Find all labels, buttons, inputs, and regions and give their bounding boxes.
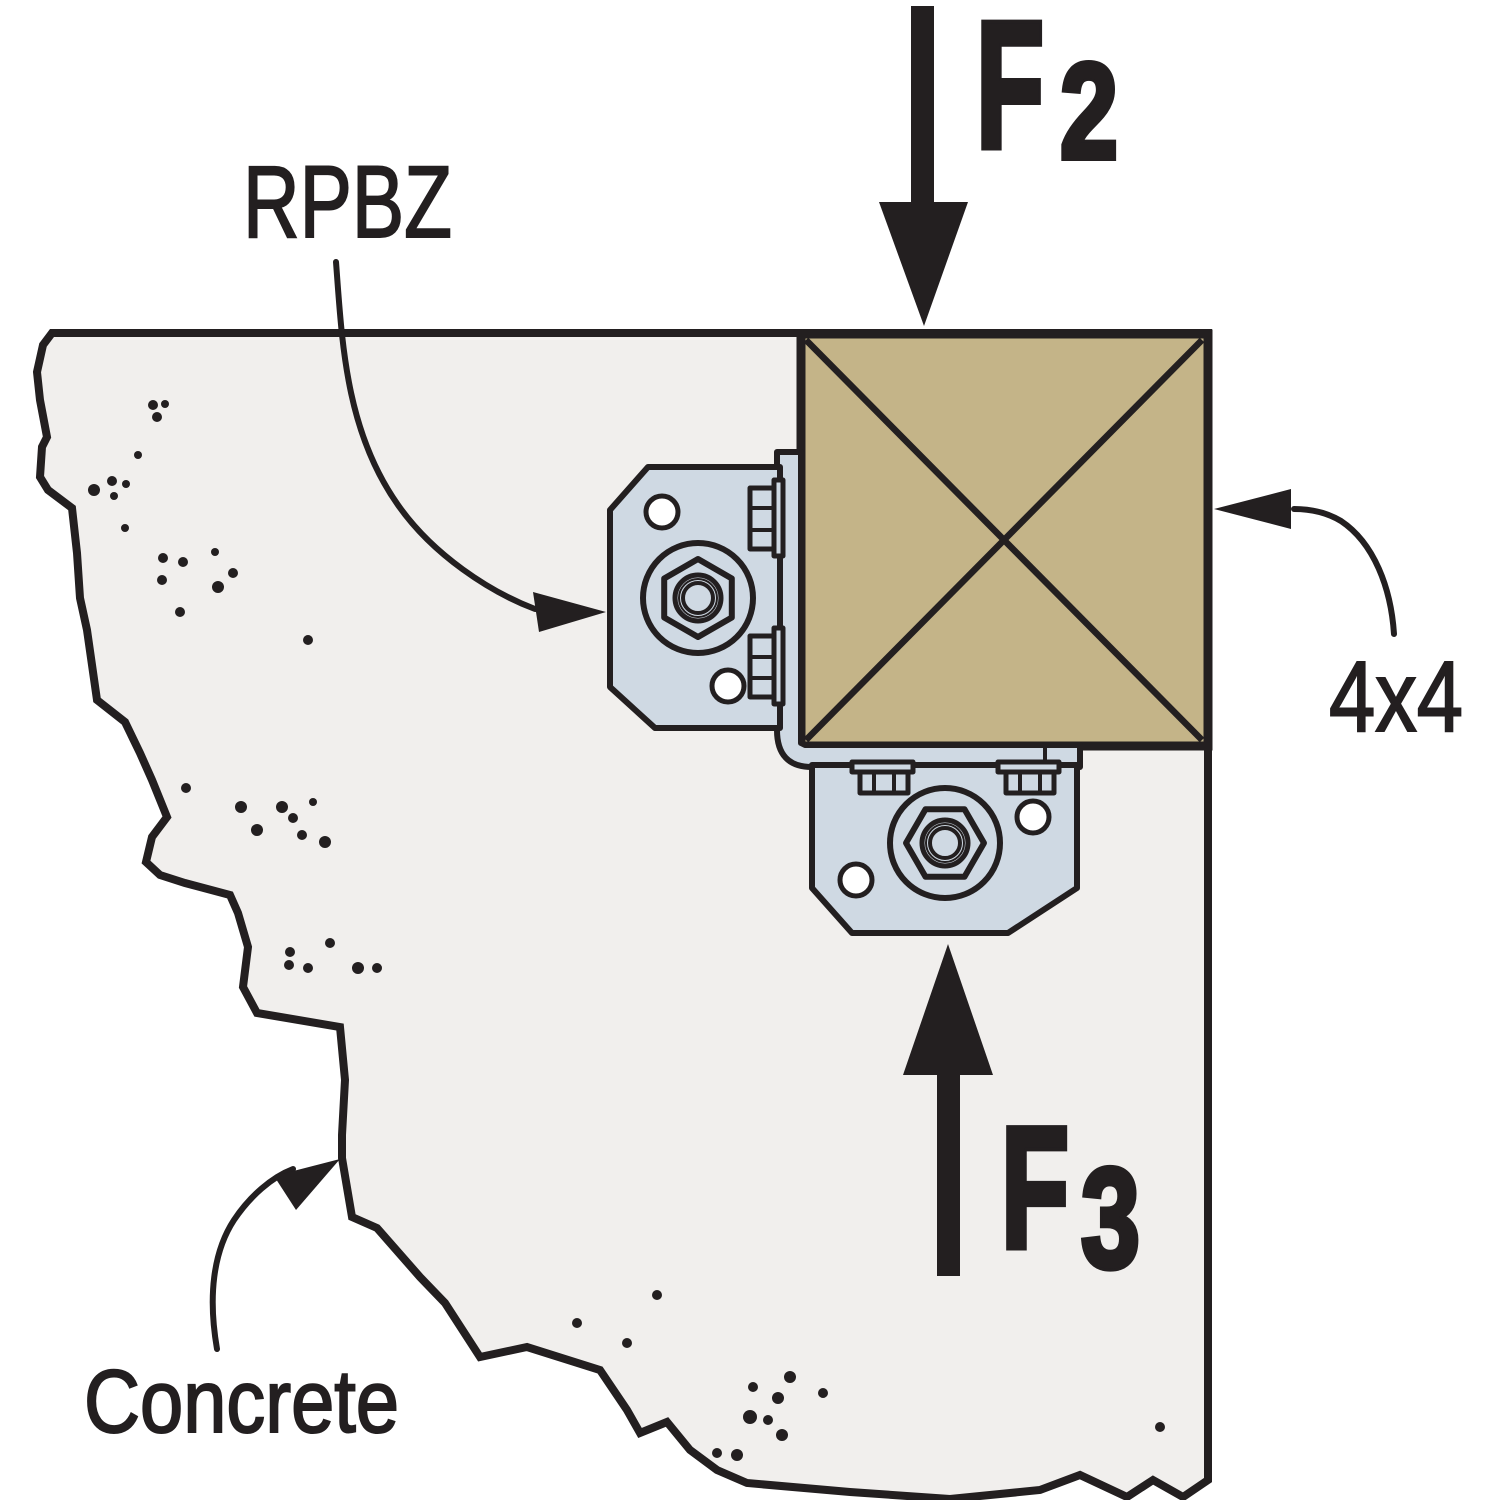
rpbz-label: RPBZ [243,145,452,259]
side-bolt-bottom [747,625,786,707]
side-anchor-nut [661,556,735,640]
bottom-anchor-nut [903,806,987,880]
force-f3-arrow [903,944,993,1276]
force-f3-letter: F [1001,1092,1069,1284]
post-size-label: 4x4 [1329,641,1463,753]
concrete-leader-arrow [209,1159,340,1352]
post-leader-arrow [1214,489,1397,637]
side-anchor-thread [678,578,718,618]
rpbz-bottom-bracket [809,759,1080,936]
bottom-bolt-left [849,759,916,796]
side-bolt-top [747,477,786,559]
post-diagonal-2 [803,337,1205,743]
force-f2-subscript: 2 [1060,35,1118,187]
side-anchor-rod-core [681,581,715,615]
side-anchor-rod [672,572,724,624]
bottom-anchor-thread [925,823,965,863]
concrete-label: Concrete [84,1351,399,1451]
post-4x4 [796,329,1213,751]
bottom-anchor-rod [919,817,971,869]
side-bracket-hole-top [643,493,681,531]
force-f3-subscript: 3 [1081,1139,1140,1298]
force-f2-letter: F [976,0,1044,186]
bottom-bolt-right [995,759,1062,796]
bottom-bracket-hole-left [837,861,875,899]
force-f2-label: F 2 [973,0,1122,190]
bottom-bracket-hole-right [1014,798,1052,836]
force-f2-arrow [879,6,968,326]
side-bracket-hole-bottom [709,667,747,705]
rpbz-side-bracket [607,464,786,731]
force-f3-label: F 3 [998,1089,1144,1302]
rpbz-leader-arrow [333,259,606,632]
concrete-speckles [88,400,1165,1461]
bottom-anchor-rod-core [928,826,962,860]
